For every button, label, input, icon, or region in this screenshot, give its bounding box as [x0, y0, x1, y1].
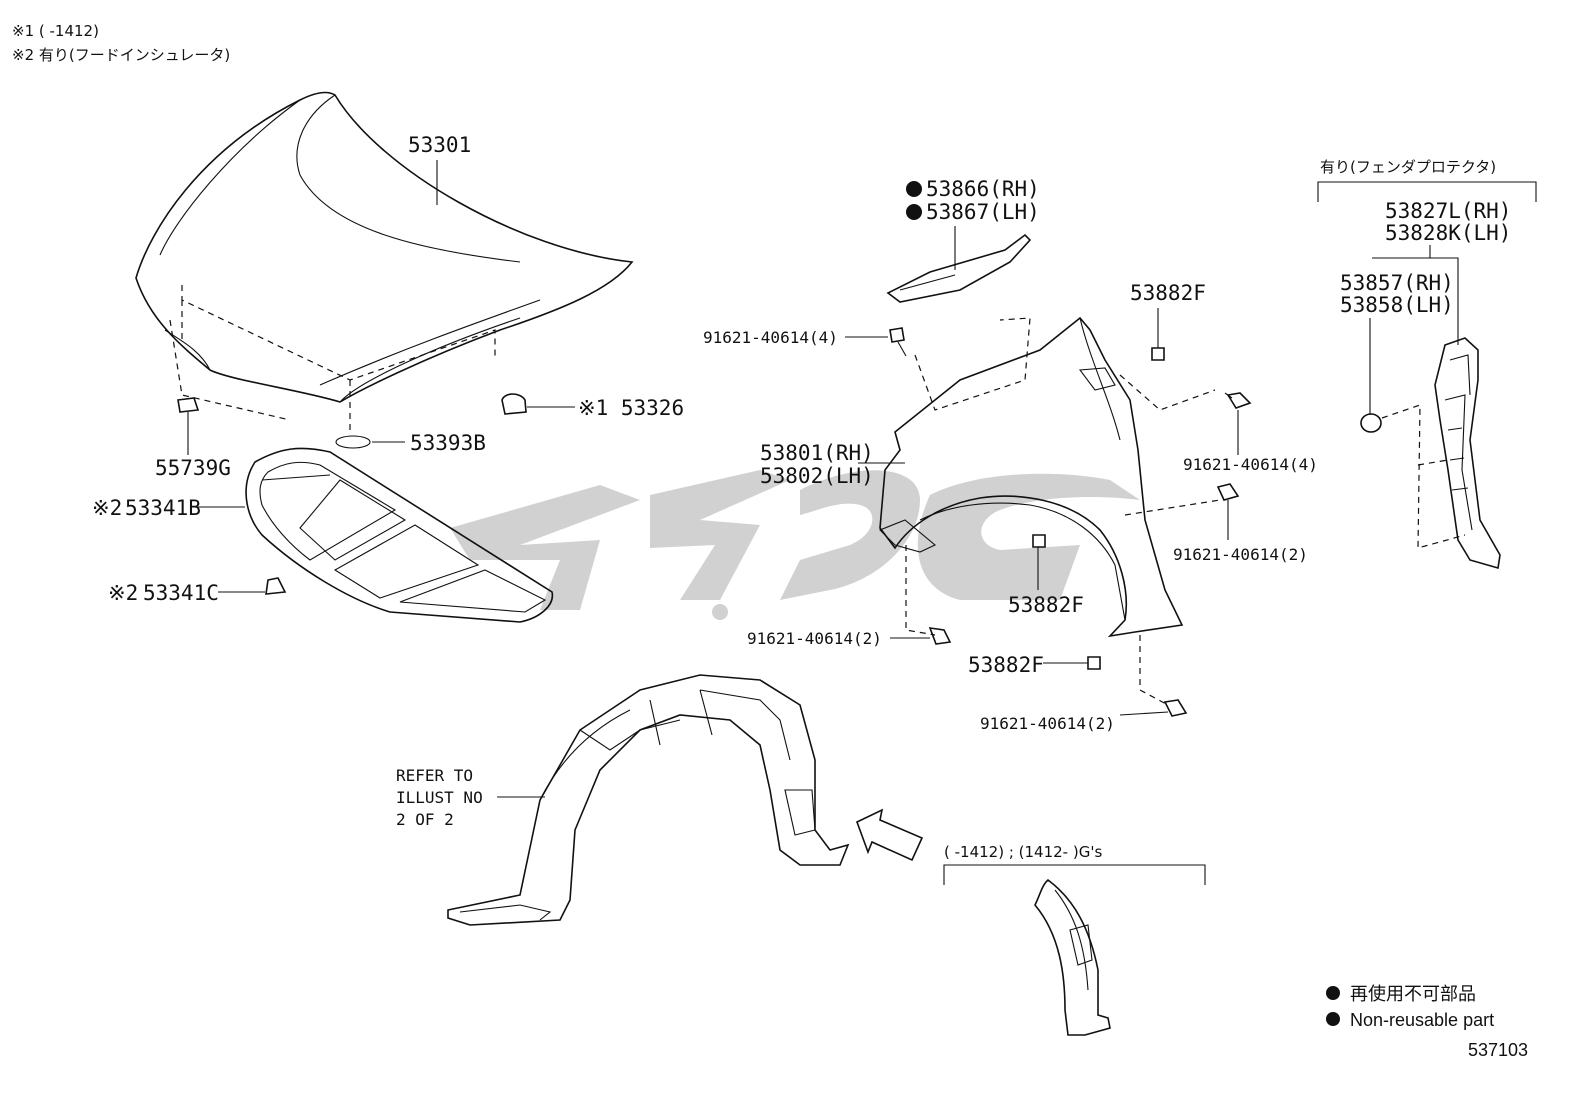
protector-seal-drawing: [1360, 413, 1382, 433]
part-label-bolt-bottom: 91621-40614(2): [980, 714, 1115, 733]
watermark-logo: [450, 470, 1140, 620]
bolt-icon: [1224, 392, 1252, 409]
direction-arrow-icon: [855, 808, 924, 862]
nut-icon: [1087, 656, 1101, 670]
fender-dash-lower: [905, 545, 936, 636]
fender-protector-drawing: [1434, 337, 1501, 570]
gs-bracket-label: ( -1412) ; (1412- )G's: [944, 843, 1102, 861]
part-label-hood: 53301: [408, 133, 471, 157]
part-label-bolt-top: 91621-40614(4): [703, 328, 838, 347]
part-label-hood-cushion: 53393B: [410, 431, 486, 455]
protector-leader: [1372, 257, 1459, 345]
bolt-icon: [1216, 483, 1240, 501]
diagram-id: 537103: [1468, 1040, 1528, 1060]
part-label-insulator-clip: 53341C: [143, 581, 219, 605]
refer-line-3: 2 OF 2: [396, 810, 454, 829]
bolt-icon: [889, 327, 907, 357]
part-label-nut-top: 53882F: [1130, 281, 1206, 305]
legend-bullet-icon: [1326, 1012, 1340, 1026]
part-label-bolt-right-upper: 91621-40614(4): [1183, 455, 1318, 474]
part-label-bolt-left-lower: 91621-40614(2): [747, 629, 882, 648]
fender-liner-drawing: [447, 674, 850, 926]
hood-drawing: [135, 91, 634, 430]
bolt-icon: [1163, 699, 1188, 717]
non-reusable-marker-icon: [906, 181, 922, 197]
part-label-protector-rh: 53827L(RH): [1385, 199, 1511, 223]
protector-title: 有り(フェンダプロテクタ): [1320, 158, 1496, 176]
refer-line-2: ILLUST NO: [396, 788, 483, 807]
bolt-icon: [928, 627, 952, 645]
insulator-clip-drawing: [265, 577, 287, 595]
protector-bracket: [1317, 181, 1537, 202]
part-label-protector-seal-lh: 53858(LH): [1340, 293, 1454, 317]
fender-dash-mid: [1124, 499, 1221, 516]
fender-dash-right: [1119, 374, 1216, 411]
nut-icon: [1151, 347, 1165, 361]
gs-bracket: [943, 864, 1206, 885]
legend-en: Non-reusable part: [1350, 1010, 1494, 1030]
protector-dash-mid: [1417, 459, 1449, 466]
fender-seal-drawing: [886, 233, 1032, 303]
part-label-nut-bottom: 53882F: [968, 653, 1044, 677]
part-label-nut-mid: 53882F: [1008, 593, 1084, 617]
hood-lock-part-drawing: [501, 393, 527, 415]
part-label-fender-seal-rh: 53866(RH): [926, 177, 1040, 201]
part-label-fender-seal-lh: 53867(LH): [926, 200, 1040, 224]
part-label-insulator-clip-mark: ※2: [108, 581, 138, 605]
part-label-hood-lock-part: ※1 53326: [578, 396, 684, 420]
part-label-hood-stopper: 55739G: [155, 456, 231, 480]
fender-extension-drawing: [1034, 878, 1111, 1036]
hood-cushion-drawing: [335, 435, 371, 449]
refer-line-1: REFER TO: [396, 766, 473, 785]
legend-jp: 再使用不可部品: [1350, 984, 1476, 1004]
part-label-protector-seal-rh: 53857(RH): [1340, 271, 1454, 295]
part-label-insulator: 53341B: [125, 496, 201, 520]
protector-dash: [1381, 404, 1466, 549]
note-1: ※1 ( -1412): [12, 22, 99, 40]
fender-drawing: [879, 316, 1184, 638]
non-reusable-marker-icon: [906, 204, 922, 220]
part-label-protector-lh: 53828K(LH): [1385, 221, 1511, 245]
nut-icon: [1032, 534, 1046, 548]
fender-dash-bottom: [1139, 635, 1169, 706]
part-label-fender-rh: 53801(RH): [760, 441, 874, 465]
insulator-drawing: [245, 447, 554, 623]
part-label-insulator-mark: ※2: [92, 496, 122, 520]
note-2: ※2 有り(フードインシュレータ): [12, 46, 230, 64]
legend-bullet-icon: [1326, 986, 1340, 1000]
hood-stopper-drawing: [177, 397, 200, 413]
part-label-bolt-right-mid: 91621-40614(2): [1173, 545, 1308, 564]
part-label-fender-lh: 53802(LH): [760, 464, 874, 488]
fender-dash-outline: [914, 317, 1031, 411]
bolt-bottom-leader: [1119, 711, 1169, 716]
